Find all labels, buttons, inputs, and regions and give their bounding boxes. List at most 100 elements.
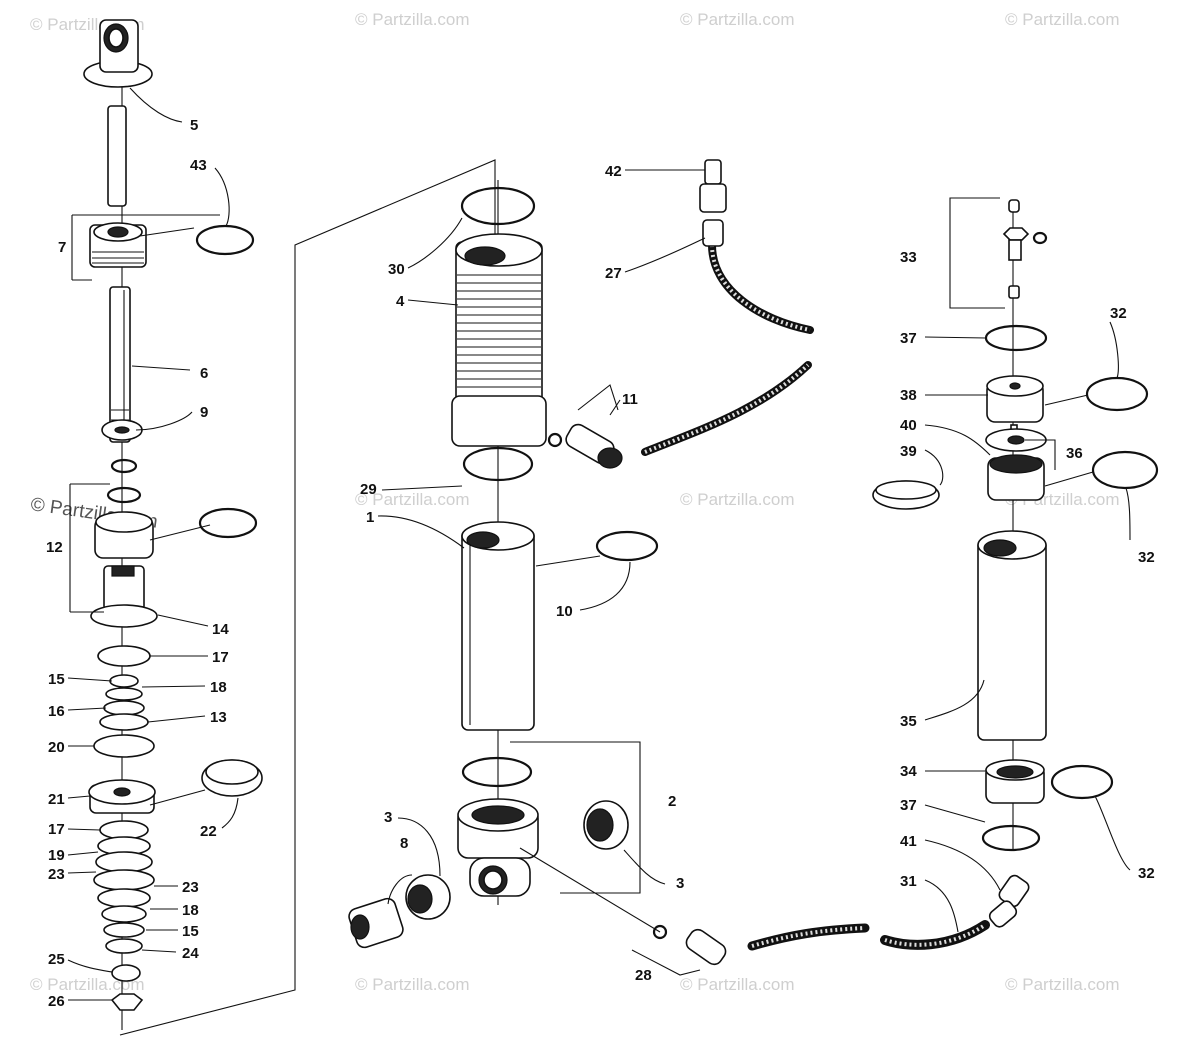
part-29-ring <box>462 446 534 482</box>
watermark-3: © Partzilla.com <box>680 10 795 29</box>
part-33-bleeder <box>1002 199 1048 299</box>
part-32-ring-top <box>1085 376 1149 412</box>
part-17-shim <box>97 645 151 667</box>
part-14-plate <box>90 604 158 628</box>
callout-35: 35 <box>900 713 917 730</box>
callout-29: 29 <box>360 481 377 498</box>
watermark-8: © Partzilla.com <box>30 975 145 994</box>
part-12-body <box>103 565 145 611</box>
watermark-6: © Partzilla.com <box>680 490 795 509</box>
center-assembly <box>348 159 870 976</box>
callout-20: 20 <box>48 739 65 756</box>
callout-26: 26 <box>48 993 65 1010</box>
callout-15-lower: 15 <box>182 923 199 940</box>
watermarks: © Partzilla.com © Partzilla.com © Partzi… <box>29 10 1119 994</box>
part-22-ring <box>201 759 263 797</box>
part-26-nut <box>110 993 144 1011</box>
watermark-4: © Partzilla.com <box>1005 10 1120 29</box>
part-41-fitting <box>988 874 1030 928</box>
part-12-piston <box>94 511 154 559</box>
callout-43: 43 <box>190 157 207 174</box>
callout-41: 41 <box>900 833 917 850</box>
callout-37-upper: 37 <box>900 330 917 347</box>
callout-39: 39 <box>900 443 917 460</box>
part-35-cylinder <box>977 530 1047 741</box>
watermark-5: © Partzilla.com <box>355 490 470 509</box>
watermark-2: © Partzilla.com <box>355 10 470 29</box>
watermark-9: © Partzilla.com <box>355 975 470 994</box>
callout-32-middle: 32 <box>1138 549 1155 566</box>
callout-7: 7 <box>58 239 66 256</box>
left-assembly <box>69 19 263 1030</box>
ring-12 <box>106 486 142 504</box>
watermark-11: © Partzilla.com <box>1005 975 1120 994</box>
part-5-eye <box>83 19 153 88</box>
watermark-10: © Partzilla.com <box>680 975 795 994</box>
callout-17-lower: 17 <box>48 821 65 838</box>
callout-32-bottom: 32 <box>1138 865 1155 882</box>
part-30-ring <box>460 186 536 226</box>
part-3-bushing-right <box>583 800 629 850</box>
callout-10: 10 <box>556 603 573 620</box>
part-42-fitting <box>699 159 727 247</box>
part-32-ring-middle <box>1091 450 1159 490</box>
piston-ring <box>198 507 258 539</box>
part-2-base <box>457 798 539 897</box>
callout-12: 12 <box>46 539 63 556</box>
callout-3-right: 3 <box>676 875 684 892</box>
callout-14: 14 <box>212 621 229 638</box>
leader-lines <box>67 87 1131 1001</box>
part-10-ring <box>595 530 659 562</box>
part-40-valve <box>985 424 1047 501</box>
callout-18-upper: 18 <box>210 679 227 696</box>
part-7-housing <box>89 222 147 268</box>
callout-27: 27 <box>605 265 622 282</box>
callout-30: 30 <box>388 261 405 278</box>
part-21-valve <box>88 779 156 814</box>
ring-2-upper <box>461 756 533 788</box>
part-28-fitting <box>652 924 727 966</box>
shaft-upper <box>107 105 127 207</box>
callout-42: 42 <box>605 163 622 180</box>
callout-3-left: 3 <box>384 809 392 826</box>
callout-28: 28 <box>635 967 652 984</box>
callout-33: 33 <box>900 249 917 266</box>
right-assembly <box>872 197 1159 950</box>
part-11-fitting <box>547 423 623 469</box>
callout-37-lower: 37 <box>900 797 917 814</box>
callout-6: 6 <box>200 365 208 382</box>
part-38-cap <box>986 375 1044 423</box>
callout-40: 40 <box>900 417 917 434</box>
callout-21: 21 <box>48 791 65 808</box>
part-1-cylinder <box>461 521 535 731</box>
part-8-sleeve <box>348 897 404 949</box>
callout-1: 1 <box>366 509 374 526</box>
callout-18-lower: 18 <box>182 902 199 919</box>
part-39-ring <box>872 480 940 510</box>
callout-23-right: 23 <box>182 879 199 896</box>
part-32-ring-bottom <box>1050 764 1114 800</box>
part-4-reservoir <box>451 233 547 447</box>
callout-38: 38 <box>900 387 917 404</box>
part-37-snapring <box>984 324 1048 352</box>
callout-13: 13 <box>210 709 227 726</box>
callout-19: 19 <box>48 847 65 864</box>
callout-4: 4 <box>396 293 405 310</box>
callout-34: 34 <box>900 763 917 780</box>
part-34-piston <box>985 759 1045 804</box>
part-6-shaft <box>109 286 131 443</box>
callout-17-upper: 17 <box>212 649 229 666</box>
callout-8: 8 <box>400 835 408 852</box>
callout-24: 24 <box>182 945 199 962</box>
callout-15-upper: 15 <box>48 671 65 688</box>
small-ring <box>110 458 138 474</box>
callout-36: 36 <box>1066 445 1083 462</box>
callout-23-left: 23 <box>48 866 65 883</box>
callout-31: 31 <box>900 873 917 890</box>
callout-11: 11 <box>622 391 638 408</box>
callout-25: 25 <box>48 951 65 968</box>
part-37-snapring-lower <box>981 824 1041 852</box>
callout-9: 9 <box>200 404 208 421</box>
